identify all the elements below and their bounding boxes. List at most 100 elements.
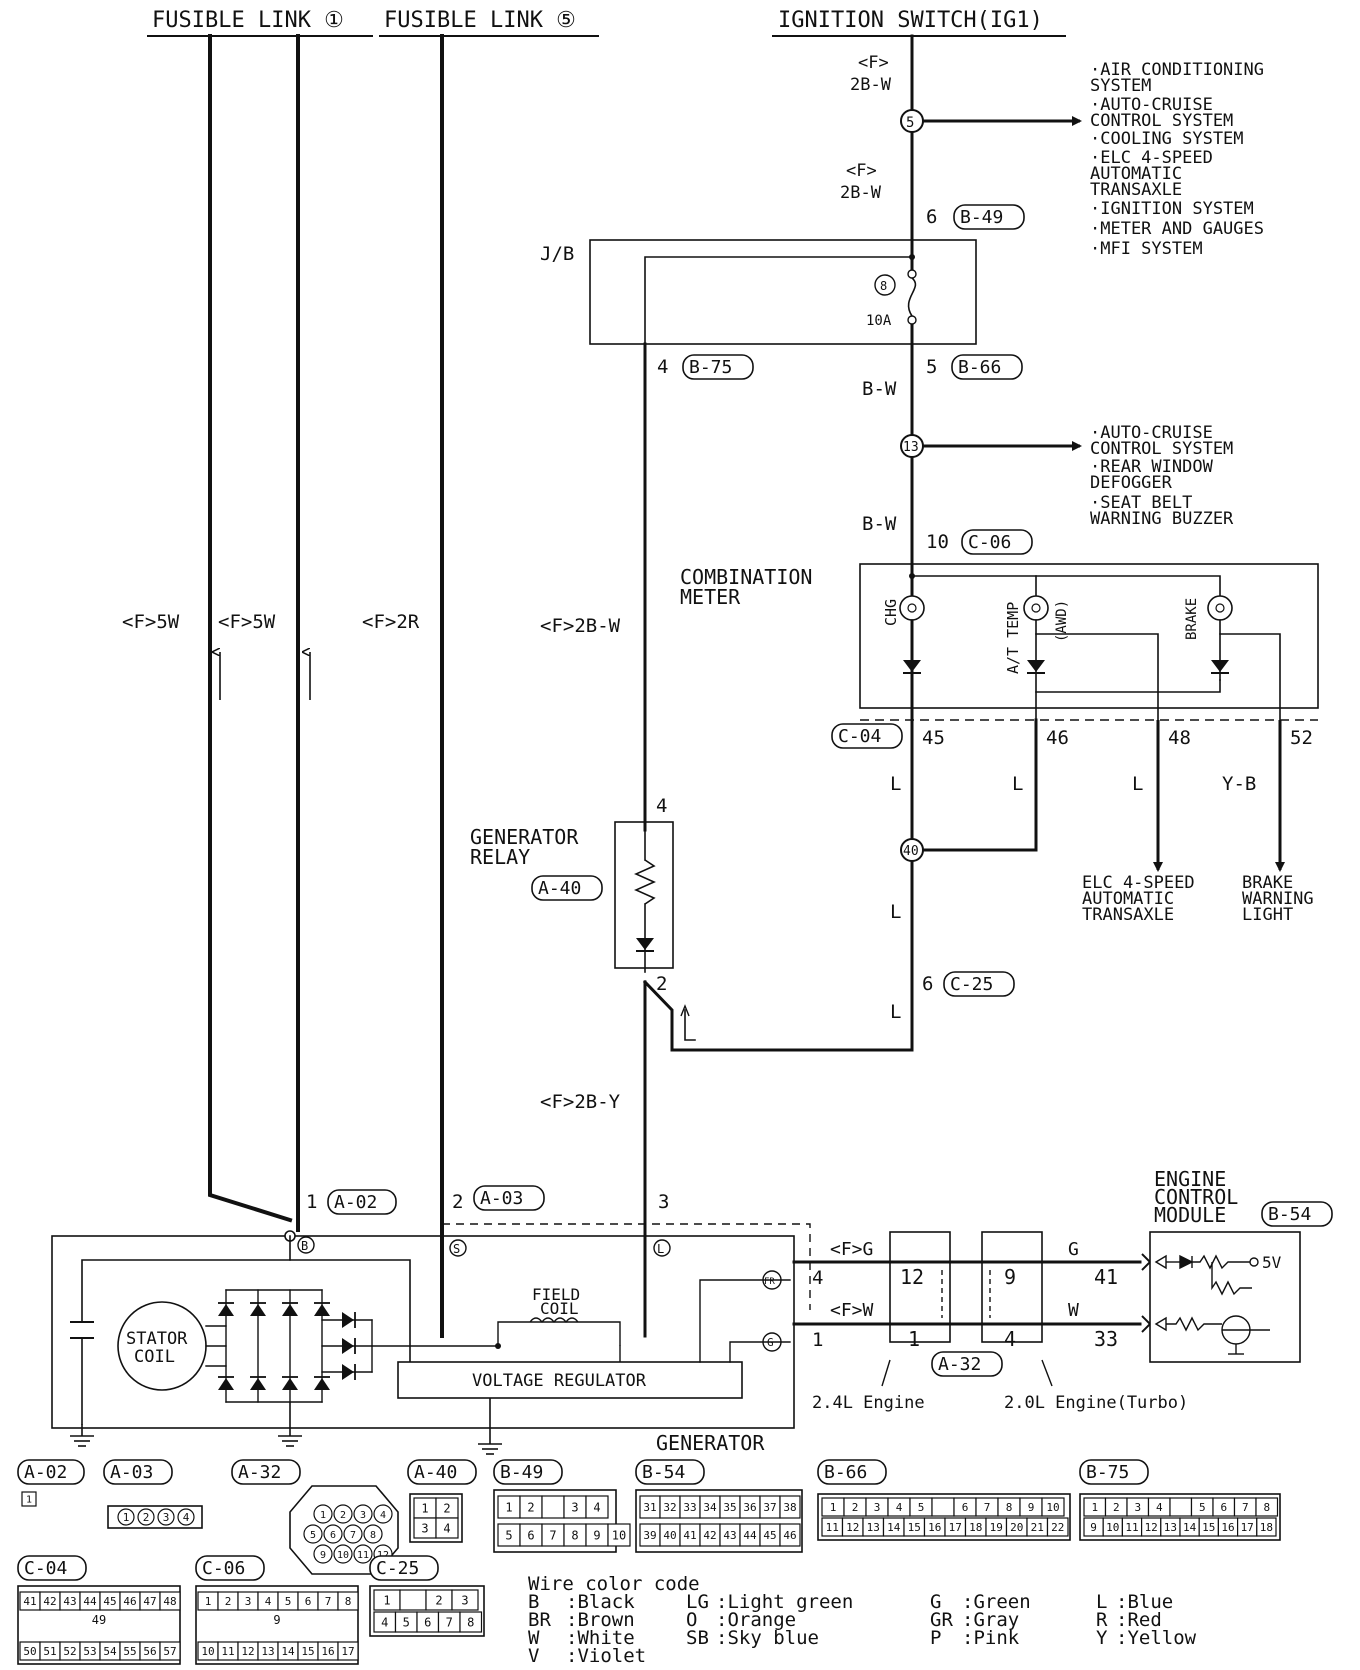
svg-text:A-02: A-02 bbox=[334, 1192, 377, 1213]
wire-y-b: Y-B bbox=[1222, 773, 1256, 795]
branch-list-1: ·AIR CONDITIONING SYSTEM ·AUTO-CRUISE CO… bbox=[1090, 60, 1264, 259]
b54-pin-label: 36 bbox=[743, 1501, 756, 1514]
b75-pin-label: 4 bbox=[1156, 1501, 1163, 1514]
c25-pin-label: 1 bbox=[383, 1593, 390, 1607]
b66-shell bbox=[817, 1493, 1071, 1541]
b75-pin-cell bbox=[1256, 1517, 1277, 1537]
face-tag-a02: A-02 bbox=[17, 1459, 85, 1485]
fuse-icon bbox=[907, 277, 917, 317]
fusible-link-5-label: FUSIBLE LINK ⑤ bbox=[384, 8, 576, 33]
b54-pin-cell bbox=[779, 1495, 801, 1519]
ecm-pin-41: 41 bbox=[1094, 1265, 1118, 1289]
connector-b75-tag: B-75 bbox=[682, 354, 754, 380]
c04-shell bbox=[17, 1585, 181, 1665]
a40-pin-label: 1 bbox=[421, 1501, 428, 1515]
ecm-box bbox=[1149, 1231, 1301, 1363]
ecm-title-3: MODULE bbox=[1154, 1203, 1226, 1227]
c06-pin-label: 2 bbox=[225, 1595, 232, 1608]
connector-c25-tag: C-25 bbox=[943, 971, 1015, 997]
field-label-2: COIL bbox=[540, 1299, 579, 1318]
b54-pin-label: 45 bbox=[763, 1529, 776, 1542]
diode-icon bbox=[903, 660, 921, 672]
splice-40-icon bbox=[900, 838, 924, 862]
wire-l-2: L bbox=[1012, 773, 1023, 795]
generator-box bbox=[51, 1235, 795, 1429]
b54-pin-label: 46 bbox=[783, 1529, 796, 1542]
connector-a03-line bbox=[442, 1223, 811, 1310]
b66-pin-cell bbox=[1046, 1517, 1069, 1537]
branch-list-2: ·AUTO-CRUISE CONTROL SYSTEM ·REAR WINDOW… bbox=[1090, 423, 1234, 529]
face-tag-c25: C-25 bbox=[369, 1555, 439, 1581]
terminal-s-icon bbox=[449, 1239, 467, 1257]
fusible-link-1-label: FUSIBLE LINK ① bbox=[152, 8, 344, 33]
relay-supply: <F>2B-W bbox=[540, 342, 647, 832]
a32-pin-label: 10 bbox=[337, 1550, 349, 1561]
generator: GENERATOR B S L FR G STATOR COIL bbox=[51, 1230, 795, 1455]
a32-pin bbox=[333, 1504, 353, 1524]
chg-lamp-icon bbox=[899, 595, 925, 621]
ecm-title-1: ENGINE bbox=[1154, 1167, 1226, 1191]
wire-b-w-2: B-W bbox=[862, 513, 897, 535]
b54-pin-label: 32 bbox=[663, 1501, 676, 1514]
elc-label-2: AUTOMATIC bbox=[1082, 889, 1174, 909]
branch-item: ·METER AND GAUGES bbox=[1090, 219, 1264, 239]
b66-pin-label: 13 bbox=[867, 1521, 880, 1534]
pin-a03-2: 2 bbox=[452, 1191, 463, 1213]
c06-pin-label: 15 bbox=[301, 1645, 314, 1658]
face-tag-a03: A-03 bbox=[103, 1459, 173, 1485]
a32-pin-label: 5 bbox=[310, 1530, 316, 1541]
c06-pin-label: 13 bbox=[261, 1645, 274, 1658]
svg-text:A-32: A-32 bbox=[938, 1354, 981, 1375]
a32-pin-label: 3 bbox=[360, 1510, 366, 1521]
b49-pin-label: 6 bbox=[527, 1528, 534, 1542]
c25-pin-label: 7 bbox=[446, 1615, 453, 1629]
b54-pin-label: 40 bbox=[663, 1529, 676, 1542]
b49-pin-label: 1 bbox=[505, 1500, 512, 1514]
a32-pin bbox=[353, 1544, 373, 1564]
b66-pin-label: 8 bbox=[1006, 1501, 1013, 1514]
engine-control-module: ENGINE CONTROL MODULE B-54 5V bbox=[1141, 1167, 1333, 1363]
c04-pin-label: 50 bbox=[23, 1645, 36, 1658]
b66-pin-label: 15 bbox=[908, 1521, 921, 1534]
c06-pin-label: 11 bbox=[221, 1645, 234, 1658]
terminal-fr-label: FR bbox=[764, 1277, 775, 1287]
branch-item: ·AUTO-CRUISE bbox=[1090, 423, 1213, 443]
b49-pin-label: 5 bbox=[505, 1528, 512, 1542]
b75-pin-label: 8 bbox=[1263, 1501, 1270, 1514]
branch-item: CONTROL SYSTEM bbox=[1090, 111, 1233, 131]
a40-pin-cell bbox=[435, 1517, 459, 1539]
b66-pin-label: 7 bbox=[984, 1501, 991, 1514]
c06-pin-label: 14 bbox=[281, 1645, 295, 1658]
junction-block: 6 B-49 J/B 8 10A 4 B-75 5 B-66 bbox=[540, 204, 1025, 380]
b66-pin-label: 1 bbox=[830, 1501, 837, 1514]
b54-pin-label: 44 bbox=[743, 1529, 757, 1542]
cc-code: G bbox=[930, 1591, 941, 1613]
wire-color-code-legend: Wire color code B:Black BR:Brown W:White… bbox=[528, 1573, 1197, 1667]
meter-title-2: METER bbox=[680, 585, 741, 609]
b66-pin-label: 11 bbox=[826, 1521, 839, 1534]
c25-pin-cell bbox=[451, 1589, 479, 1611]
terminal-l-icon bbox=[653, 1239, 671, 1257]
face-tag-b75: B-75 bbox=[1079, 1459, 1149, 1485]
a02-pin-label: 1 bbox=[26, 1495, 32, 1506]
brake-light-label-3: LIGHT bbox=[1242, 905, 1293, 925]
pin-46: 46 bbox=[1046, 727, 1069, 749]
cc-code: V bbox=[528, 1645, 539, 1667]
c04-pin-label: 42 bbox=[43, 1595, 56, 1608]
b49-pin-label: 2 bbox=[527, 1500, 534, 1514]
svg-text:B-54: B-54 bbox=[1268, 1204, 1311, 1225]
a40-pin-label: 3 bbox=[421, 1521, 428, 1535]
relay-box bbox=[614, 821, 674, 969]
terminal-b-icon bbox=[297, 1236, 315, 1254]
cc-code: O bbox=[686, 1609, 697, 1631]
cc-code: GR bbox=[930, 1609, 953, 1631]
b66-pin-label: 4 bbox=[896, 1501, 903, 1514]
c04-pin-label: 55 bbox=[123, 1645, 136, 1658]
pin-3: 3 bbox=[658, 1191, 669, 1213]
face-tag-b66: B-66 bbox=[817, 1459, 887, 1485]
a32-pin bbox=[373, 1504, 393, 1524]
c04-pin-label: 45 bbox=[103, 1595, 116, 1608]
c06-pin-cell bbox=[337, 1641, 359, 1661]
